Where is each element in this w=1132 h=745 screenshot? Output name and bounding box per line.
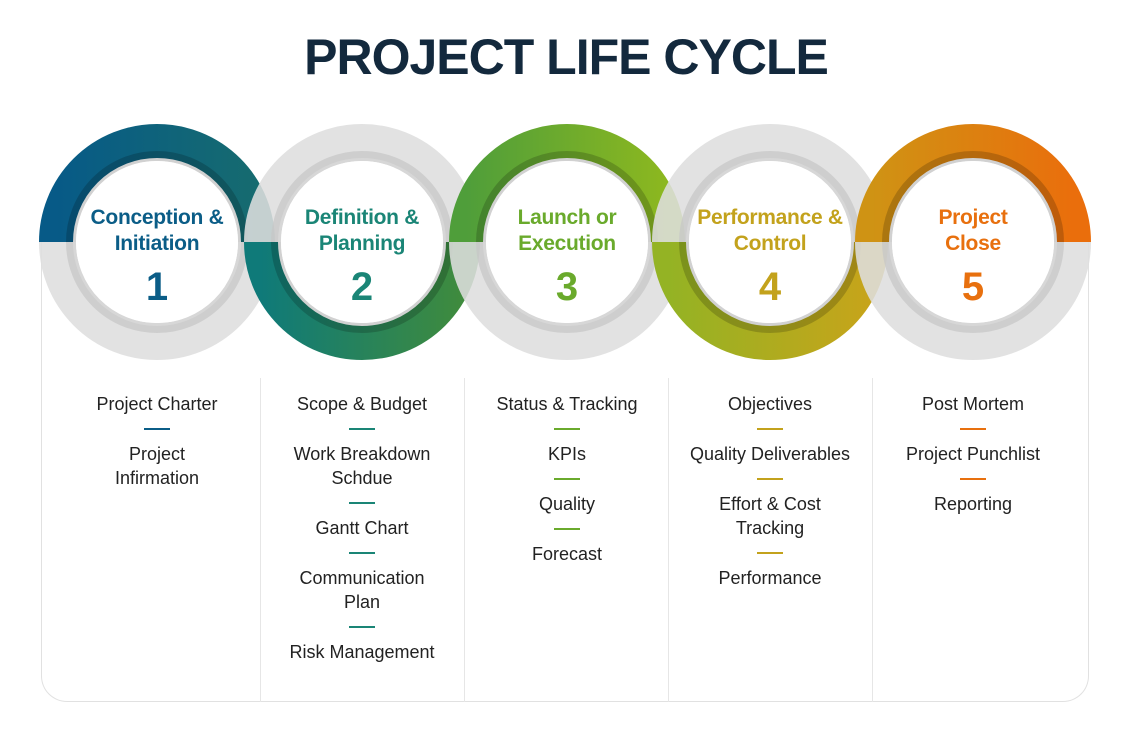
item-separator — [349, 502, 375, 504]
list-item: Project Punchlist — [905, 444, 1041, 464]
ring-top-half-1 — [39, 124, 275, 243]
list-item: Risk Management — [289, 642, 435, 662]
list-item: Gantt Chart — [315, 518, 409, 538]
stage-number-2: 2 — [350, 265, 374, 309]
stage-label-4: Performance & Control — [697, 206, 843, 255]
item-separator — [960, 478, 986, 480]
list-item: Scope & Budget — [296, 394, 428, 414]
ring-inner-bottom-5 — [882, 241, 1064, 333]
ring-inner-bottom-2 — [271, 241, 453, 333]
ring-bottom-half-2 — [244, 241, 480, 360]
stage-label-3: Launch or Execution — [517, 206, 617, 255]
item-separator — [554, 478, 580, 480]
stage-number-4: 4 — [758, 265, 782, 309]
item-separator — [349, 626, 375, 628]
ring-inner-bottom-3 — [476, 241, 658, 333]
ring-face-5 — [892, 161, 1054, 323]
ring-inner-bottom-4 — [679, 241, 861, 333]
list-item: Effort & Cost Tracking — [719, 494, 821, 538]
stage-number-1: 1 — [145, 265, 169, 309]
page-title: PROJECT LIFE CYCLE — [304, 29, 829, 85]
ring-inner-top-5 — [882, 151, 1064, 243]
ring-inner-top-3 — [476, 151, 658, 243]
ring-bottom-half-1 — [39, 241, 275, 360]
item-separator — [349, 428, 375, 430]
column-divider — [464, 378, 465, 702]
stage-label-1: Conception & Initiation — [90, 206, 224, 255]
stage-number-3: 3 — [555, 265, 579, 309]
list-item: Project Charter — [96, 394, 218, 414]
item-separator — [960, 428, 986, 430]
item-separator — [757, 428, 783, 430]
item-separator — [554, 428, 580, 430]
stage-label-5: Project Close — [938, 206, 1008, 255]
stages-panel — [41, 240, 1089, 702]
list-item: Communication Plan — [299, 568, 425, 612]
stage-ring-4 — [652, 124, 888, 360]
list-item: Status & Tracking — [496, 394, 638, 414]
list-item: Work Breakdown Schdue — [293, 444, 431, 488]
stage-label-2: Definition & Planning — [304, 206, 420, 255]
ring-face-3 — [486, 161, 648, 323]
list-item: Performance — [718, 568, 822, 588]
ring-bottom-half-5 — [855, 241, 1091, 360]
column-divider — [260, 378, 261, 702]
ring-inner-top-1 — [66, 151, 248, 243]
item-separator — [349, 552, 375, 554]
ring-bottom-half-3 — [449, 241, 685, 360]
list-item: Reporting — [933, 494, 1013, 514]
stage-number-5: 5 — [961, 265, 985, 309]
item-separator — [757, 478, 783, 480]
stage-ring-2 — [244, 124, 480, 360]
ring-face-4 — [689, 161, 851, 323]
item-separator — [554, 528, 580, 530]
list-item: KPIs — [547, 444, 586, 464]
stage-ring-1 — [39, 124, 275, 360]
ring-face-1 — [76, 161, 238, 323]
ring-top-half-4 — [652, 124, 888, 243]
item-separator — [144, 428, 170, 430]
ring-face-2 — [281, 161, 443, 323]
ring-top-half-2 — [244, 124, 480, 243]
column-divider — [872, 378, 873, 702]
ring-inner-top-4 — [679, 151, 861, 243]
list-item: Post Mortem — [921, 394, 1025, 414]
ring-top-half-5 — [855, 124, 1091, 243]
ring-bottom-half-4 — [652, 241, 888, 360]
stage-ring-3 — [449, 124, 685, 360]
ring-inner-bottom-1 — [66, 241, 248, 333]
ring-top-half-3 — [449, 124, 685, 243]
list-item: Forecast — [531, 544, 603, 564]
list-item: Objectives — [727, 394, 813, 414]
list-item: Quality — [538, 494, 596, 514]
stage-ring-5 — [855, 124, 1091, 360]
ring-inner-top-2 — [271, 151, 453, 243]
column-divider — [668, 378, 669, 702]
item-separator — [757, 552, 783, 554]
list-item: Project Infirmation — [114, 444, 200, 488]
list-item: Quality Deliverables — [689, 444, 851, 464]
